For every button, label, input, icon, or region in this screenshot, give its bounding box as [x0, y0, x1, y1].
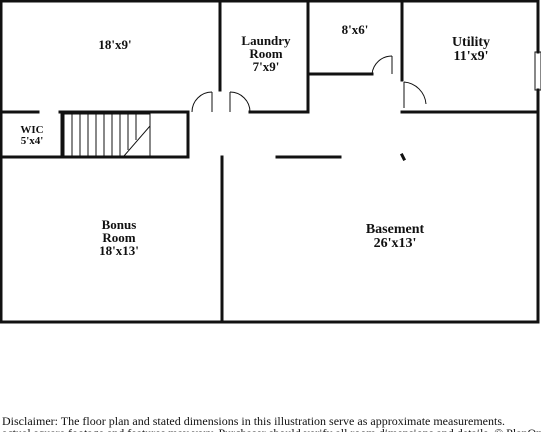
room-bonus-name-2: Room — [102, 230, 136, 245]
disclaimer-line-1: Disclaimer: The floor plan and stated di… — [2, 414, 505, 428]
room-laundry-name-2: Room — [249, 46, 283, 61]
room-laundry-dims: 7'x9' — [252, 59, 280, 74]
room-wic-name: WIC — [20, 124, 44, 136]
room-bonus-name-1: Bonus — [101, 217, 137, 232]
room-basement-name: Basement — [365, 222, 425, 237]
walls — [0, 0, 540, 324]
room-basement: Basement 26'x13' — [340, 223, 450, 251]
room-utility-name: Utility — [451, 35, 491, 50]
room-basement-dims: 26'x13' — [373, 236, 417, 251]
window-utility — [534, 51, 541, 91]
door-bedroom-swing — [191, 91, 213, 113]
wall-basement-partial-2 — [399, 152, 407, 162]
stairs — [63, 113, 151, 157]
stair-break — [123, 114, 151, 157]
room-laundry: Laundry Room 7'x9' — [226, 34, 306, 73]
door-closet-swing — [371, 55, 393, 75]
stairs-outline — [63, 113, 151, 157]
room-bonus: Bonus Room 18'x13' — [74, 218, 164, 257]
room-utility-dims: 11'x9' — [453, 49, 489, 64]
room-closet-dims: 8'x6' — [341, 22, 369, 37]
room-utility: Utility 11'x9' — [426, 36, 516, 64]
door-utility-swing — [403, 81, 427, 105]
room-wic: WIC 5'x4' — [4, 125, 60, 147]
doors — [191, 0, 541, 113]
room-wic-dims: 5'x4' — [20, 135, 44, 147]
room-laundry-name-1: Laundry — [241, 33, 291, 48]
disclaimer-line-2: actual square footage and features may v… — [2, 426, 541, 432]
room-bedroom: 18'x9' — [80, 38, 150, 51]
room-bonus-dims: 18'x13' — [99, 243, 139, 258]
room-bedroom-dims: 18'x9' — [98, 37, 132, 52]
room-closet: 8'x6' — [320, 23, 390, 36]
door-laundry-swing — [229, 91, 251, 113]
